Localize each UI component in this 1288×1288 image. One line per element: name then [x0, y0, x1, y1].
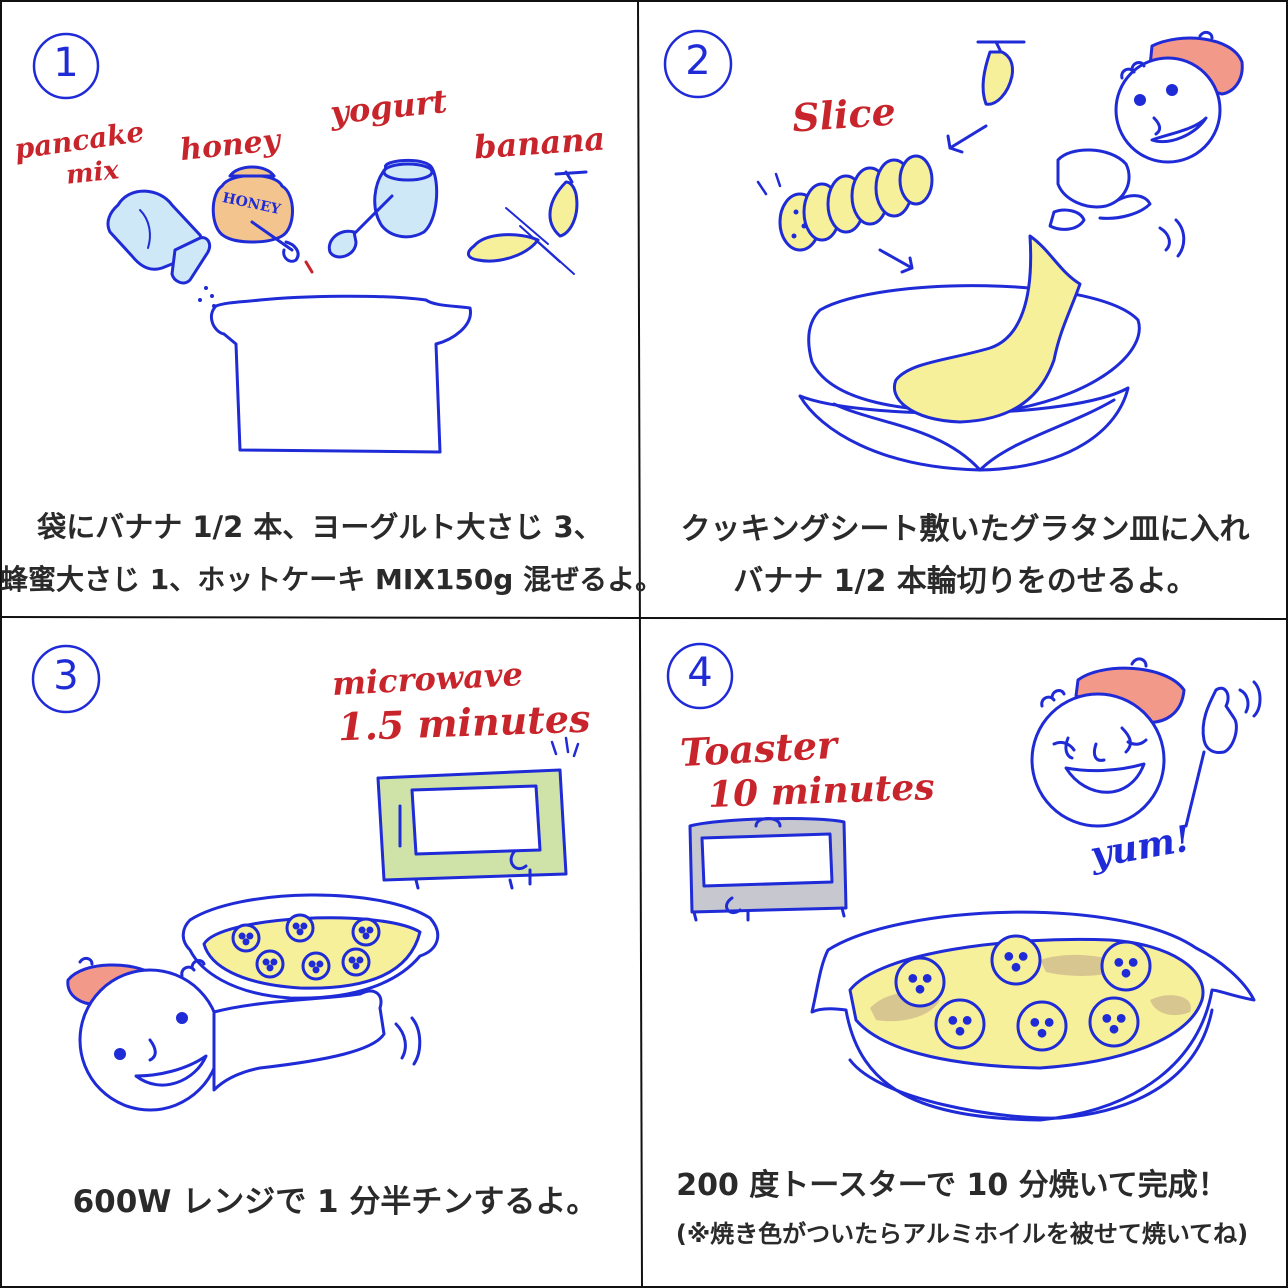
banana-slices-icon — [756, 154, 934, 252]
panel-2-illustration — [756, 30, 1244, 472]
half-banana-icon — [976, 40, 1026, 106]
arrow-down-left-icon — [946, 124, 988, 154]
mixing-bag-icon — [210, 294, 472, 454]
step-circle-3 — [31, 644, 101, 714]
banana-slice-icon — [894, 956, 946, 1008]
banana-slices-icon — [231, 913, 381, 981]
banana-slice-icon — [285, 913, 315, 943]
panel-1-illustration — [106, 158, 588, 454]
batter-pour-icon — [893, 234, 1082, 424]
toaster-icon — [688, 817, 848, 922]
banana-slice-icon — [990, 934, 1042, 986]
panel-3-illustration — [66, 736, 580, 1112]
banana-slice-icon — [255, 949, 285, 979]
banana-slice-icon — [231, 923, 261, 953]
banana-icon — [467, 170, 588, 275]
step-circle-2 — [663, 29, 733, 99]
step-circle-4 — [666, 642, 734, 710]
banana-slice-icon — [301, 951, 331, 981]
banana-slice-icon — [351, 917, 381, 947]
banana-slice-icon — [1100, 940, 1152, 992]
step-circle-1 — [32, 32, 100, 100]
microwave-icon — [376, 736, 580, 890]
chef-character-icon — [66, 956, 422, 1112]
banana-slice-icon — [934, 998, 986, 1050]
step-circles — [31, 29, 734, 714]
panel-4-illustration — [688, 657, 1262, 1122]
chef-character-icon — [1030, 657, 1262, 828]
banana-slice-icon — [1016, 1000, 1068, 1052]
banana-slice-icon — [1088, 996, 1140, 1048]
pancake-mix-bottle-icon — [106, 189, 216, 308]
arrow-down-right-icon — [878, 248, 914, 274]
yogurt-bowl-icon — [327, 158, 439, 259]
banana-slice-icon — [341, 947, 371, 977]
chef-character-icon — [1048, 30, 1244, 258]
banana-slices-icon — [894, 934, 1152, 1052]
honey-jar-icon — [211, 165, 314, 274]
